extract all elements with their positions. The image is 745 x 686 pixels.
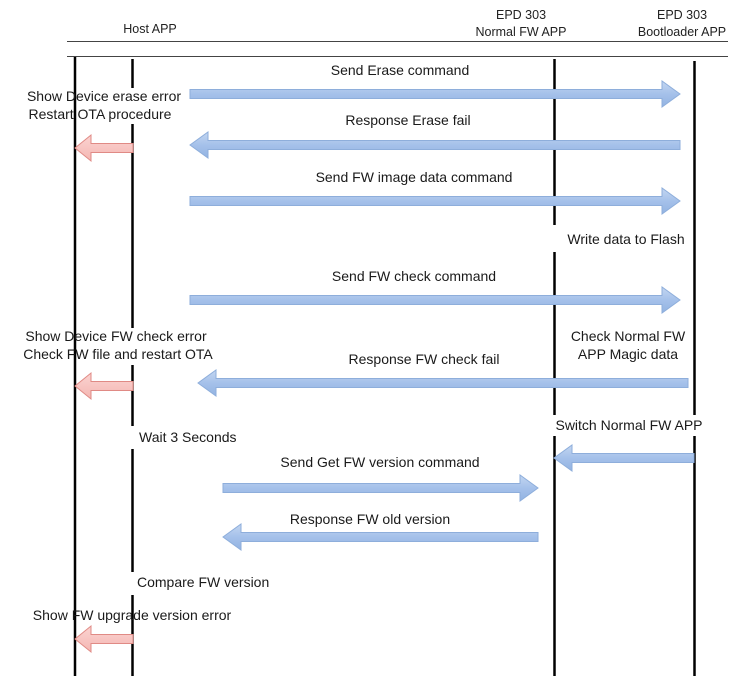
participant-boot-label-line1: EPD 303 [657, 8, 707, 22]
arrow-send-erase [189, 80, 681, 108]
arrow-send-fw-check [189, 286, 681, 314]
error-label-erase-line2: Restart OTA procedure [29, 106, 172, 122]
note-wait: Wait 3 Seconds [139, 429, 237, 445]
message-label-send-fw-check: Send FW check command [332, 268, 496, 284]
participant-boot-label-line2: Bootloader APP [638, 25, 726, 39]
message-label-response-fw-check-fail: Response FW check fail [349, 351, 500, 367]
lifelines [73, 57, 696, 676]
note-compare: Compare FW version [137, 574, 269, 590]
arrow-send-fw-image [189, 187, 681, 215]
message-label-send-fw-image: Send FW image data command [316, 169, 513, 185]
note-check-magic-line1: Check Normal FW [571, 328, 686, 344]
message-label-response-erase-fail: Response Erase fail [345, 112, 470, 128]
note-write-flash: Write data to Flash [567, 231, 684, 247]
arrow-response-erase-fail [189, 131, 681, 159]
message-label-response-old-version: Response FW old version [290, 511, 450, 527]
error-label-fw-check-line2: Check FW file and restart OTA [23, 346, 213, 362]
arrow-fw-check-error [74, 371, 134, 401]
participant-normal-label-line2: Normal FW APP [476, 25, 567, 39]
participant-normal-label-line1: EPD 303 [496, 8, 546, 22]
arrow-response-old-version [222, 523, 539, 551]
error-label-erase-line1: Show Device erase error [27, 88, 181, 104]
arrow-send-get-version [222, 474, 539, 502]
arrow-erase-error [74, 133, 134, 163]
arrow-response-fw-check-fail [197, 369, 689, 397]
message-label-send-erase: Send Erase command [331, 62, 470, 78]
message-label-send-get-version: Send Get FW version command [280, 454, 479, 470]
arrow-switch-normal [553, 444, 695, 472]
note-check-magic-line2: APP Magic data [578, 346, 678, 362]
arrows-layer [74, 80, 695, 654]
error-label-version: Show FW upgrade version error [33, 607, 232, 623]
error-label-fw-check-line1: Show Device FW check error [25, 328, 207, 344]
arrow-version-error [74, 624, 134, 654]
note-switch-normal: Switch Normal FW APP [555, 417, 702, 433]
participant-host-label: Host APP [123, 22, 177, 36]
